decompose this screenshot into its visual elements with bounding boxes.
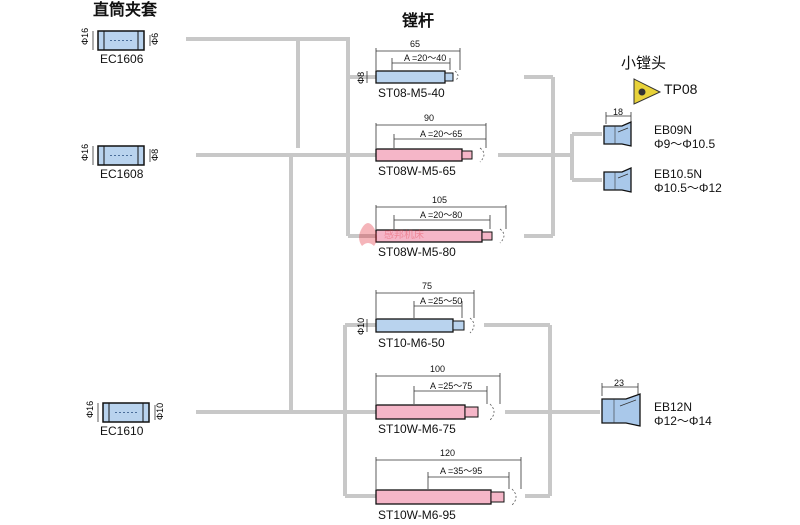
bar-1 — [366, 48, 461, 84]
bar-4-dia-label: Φ10 — [356, 318, 366, 335]
bar-6-name: ST10W-M6-95 — [378, 508, 456, 522]
bar-4-length: 75 — [422, 281, 433, 291]
collet-header: 直筒夹套 — [93, 2, 158, 19]
bar-5-length: 100 — [430, 364, 446, 374]
head-1-dim: 18 — [613, 107, 624, 117]
collet-2-outer-label: Φ16 — [80, 144, 90, 161]
bar-3 — [375, 205, 507, 244]
head-1 — [603, 112, 632, 147]
head-1-name: EB09N — [654, 123, 693, 137]
collet-3 — [97, 402, 156, 423]
bar-3-name: ST08W-M5-80 — [378, 245, 456, 259]
bar-6-range: A =35〜95 — [440, 466, 483, 476]
collet-1-inner-label: Φ6 — [150, 33, 160, 45]
bar-5-name: ST10W-M6-75 — [378, 422, 456, 436]
head-2-range: Φ10.5〜Φ12 — [654, 181, 722, 195]
collet-3-name: EC1610 — [100, 424, 144, 438]
bar-4-name: ST10-M6-50 — [378, 336, 445, 350]
collet-3-inner-label: Φ10 — [155, 403, 165, 420]
watermark-text: 感邦机床 — [384, 230, 424, 241]
connector-lines — [186, 37, 602, 498]
head-1-range: Φ9〜Φ10.5 — [654, 137, 716, 151]
bar-1-dia-label: Φ8 — [356, 72, 366, 84]
head-3-name: EB12N — [654, 400, 693, 414]
bar-4 — [366, 290, 475, 334]
bar-2 — [375, 123, 487, 163]
head-3-dim: 23 — [614, 378, 625, 388]
head-2-name: EB10.5N — [654, 167, 703, 181]
bar-2-name: ST08W-M5-65 — [378, 164, 456, 178]
bar-5 — [375, 373, 501, 421]
insert-name: TP08 — [664, 81, 698, 97]
collet-1-outer-label: Φ16 — [80, 28, 90, 45]
watermark-logo — [359, 223, 377, 246]
small-head-header: 小镗头 — [621, 55, 667, 72]
collet-1-name: EC1606 — [100, 52, 144, 66]
bar-header: 镗杆 — [402, 13, 435, 30]
collet-3-outer-label: Φ16 — [85, 401, 95, 418]
bar-4-range: A =25〜50 — [420, 296, 463, 306]
bar-6-length: 120 — [440, 448, 456, 458]
head-3 — [601, 383, 641, 427]
bar-3-length: 105 — [432, 195, 448, 205]
collet-2-name: EC1608 — [100, 167, 144, 181]
collet-1 — [92, 30, 151, 51]
head-2 — [603, 166, 632, 193]
bar-2-length: 90 — [424, 113, 435, 123]
head-3-range: Φ12〜Φ14 — [654, 414, 712, 428]
tp08-insert-icon — [633, 78, 662, 105]
bar-1-name: ST08-M5-40 — [378, 86, 445, 100]
bar-2-range: A =20〜65 — [420, 129, 463, 139]
bar-1-length: 65 — [410, 39, 421, 49]
bar-1-range: A =20〜40 — [404, 53, 447, 63]
bar-6 — [375, 457, 522, 506]
bar-5-range: A =25〜75 — [430, 381, 473, 391]
collet-2 — [92, 145, 151, 166]
collet-2-inner-label: Φ8 — [150, 149, 160, 161]
bar-3-range: A =20〜80 — [420, 210, 463, 220]
